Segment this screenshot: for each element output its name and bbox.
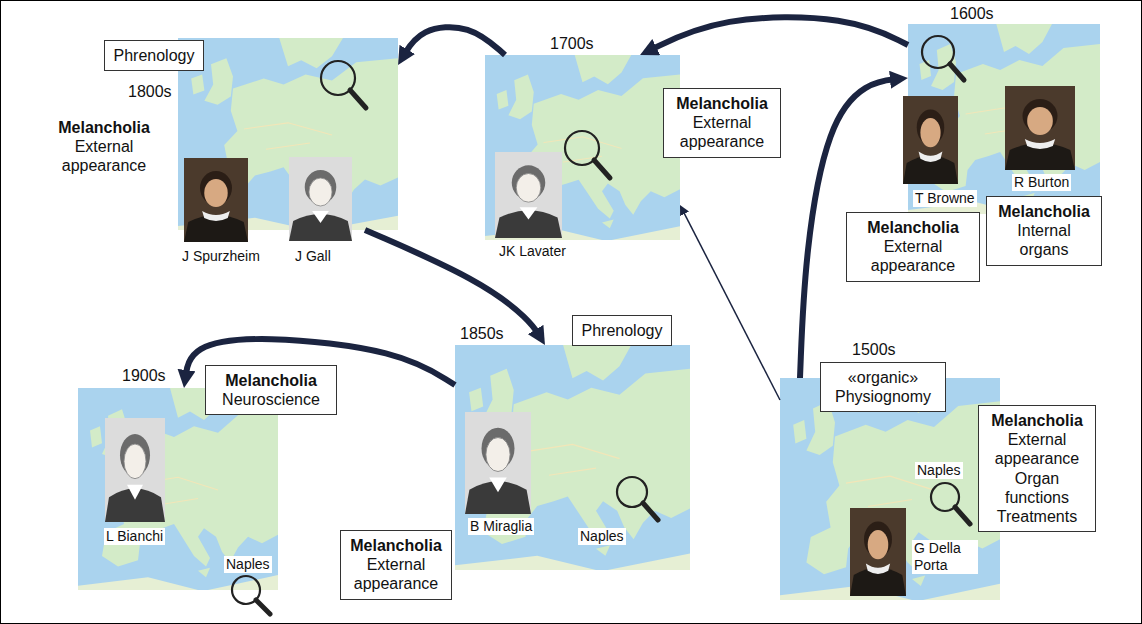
person-name: R Burton <box>1012 174 1071 191</box>
box-heading: Melancholia <box>348 536 444 555</box>
map-tile: 1800sJ SpurzheimJ Gall <box>178 38 398 230</box>
box-label: Phrenology <box>580 321 664 340</box>
map-tile <box>455 345 690 570</box>
map-tile: 1850sB MiragliaNaples <box>455 345 690 570</box>
portrait <box>850 508 906 596</box>
map-tile: 1600sT BrowneR Burton <box>908 24 1100 214</box>
box-heading: Melancholia <box>671 94 773 113</box>
person-name: B Miraglia <box>468 518 534 535</box>
timeline-arrow <box>647 17 908 51</box>
portrait <box>903 96 958 184</box>
map-tile <box>78 388 278 590</box>
magnifier-icon <box>256 600 270 614</box>
era-label: 1900s <box>120 366 168 385</box>
portrait <box>495 152 562 238</box>
box-heading: Melancholia <box>986 411 1088 430</box>
topic-box: «organic» Physiognomy <box>820 362 946 412</box>
portrait <box>903 96 958 184</box>
person-name: J Spurzheim <box>180 248 262 265</box>
theme-box: MelancholiaExternal appearance <box>40 112 168 182</box>
box-body: Neuroscience <box>213 390 329 409</box>
box-heading: Melancholia <box>994 202 1094 221</box>
topic-box: Phrenology <box>104 40 204 71</box>
place-name: Naples <box>915 462 963 479</box>
portrait <box>1005 86 1075 170</box>
magnifier-icon <box>232 36 970 614</box>
magnifier-icon <box>955 507 970 524</box>
era-label: 1500s <box>850 340 898 359</box>
portrait <box>289 157 352 241</box>
person-name: J Gall <box>293 248 333 265</box>
portrait <box>850 508 906 596</box>
topic-box: Phrenology <box>572 315 672 346</box>
magnifier-icon <box>643 503 658 520</box>
era-label: 1800s <box>126 82 174 101</box>
person-name: T Browne <box>913 190 977 207</box>
map-tile: 1900sL BianchiNaples <box>78 388 278 590</box>
box-label: Phrenology <box>112 46 196 65</box>
box-body: Internal organs <box>994 221 1094 259</box>
person-name: JK Lavater <box>497 243 568 260</box>
box-body: External appearance <box>854 237 972 275</box>
map-tile <box>455 345 690 570</box>
box-label: «organic» Physiognomy <box>828 368 938 406</box>
portrait <box>184 158 248 242</box>
portrait <box>105 418 165 522</box>
map-tile <box>485 55 680 240</box>
magnifier-icon <box>594 160 610 178</box>
box-body: External appearance <box>348 555 444 593</box>
box-heading: Melancholia <box>854 218 972 237</box>
box-heading: Melancholia <box>213 371 329 390</box>
place-name: Naples <box>224 556 272 573</box>
timeline-arrow <box>682 209 780 400</box>
theme-box: MelancholiaInternal organs <box>986 196 1102 266</box>
box-heading: Melancholia <box>48 118 160 137</box>
magnifier-icon <box>350 90 366 108</box>
portrait <box>1005 86 1075 170</box>
theme-box: MelancholiaExternal appearance Organ fun… <box>978 405 1096 532</box>
person-name: L Bianchi <box>104 528 165 545</box>
portrait <box>105 418 165 522</box>
portrait <box>465 412 531 514</box>
era-label: 1700s <box>548 34 596 53</box>
era-label: 1600s <box>948 4 996 23</box>
map-tile <box>78 388 278 590</box>
place-name: Naples <box>578 528 626 545</box>
person-name: G Della Porta <box>912 540 978 574</box>
box-body: External appearance <box>671 113 773 151</box>
portrait <box>495 152 562 238</box>
map-tile <box>485 55 680 240</box>
box-body: External appearance Organ functions Trea… <box>986 430 1088 526</box>
theme-box: MelancholiaNeuroscience <box>205 365 337 415</box>
theme-box: MelancholiaExternal appearance <box>663 88 781 158</box>
portrait <box>465 412 531 514</box>
magnifier-icon <box>950 64 964 80</box>
portrait <box>289 157 352 241</box>
theme-box: MelancholiaExternal appearance <box>846 212 980 282</box>
era-label: 1850s <box>458 324 506 343</box>
map-tile: 1700sJK Lavater <box>485 55 680 240</box>
portrait <box>184 158 248 242</box>
theme-box: MelancholiaExternal appearance <box>340 530 452 600</box>
box-body: External appearance <box>48 137 160 175</box>
timeline-arrow <box>402 27 505 58</box>
